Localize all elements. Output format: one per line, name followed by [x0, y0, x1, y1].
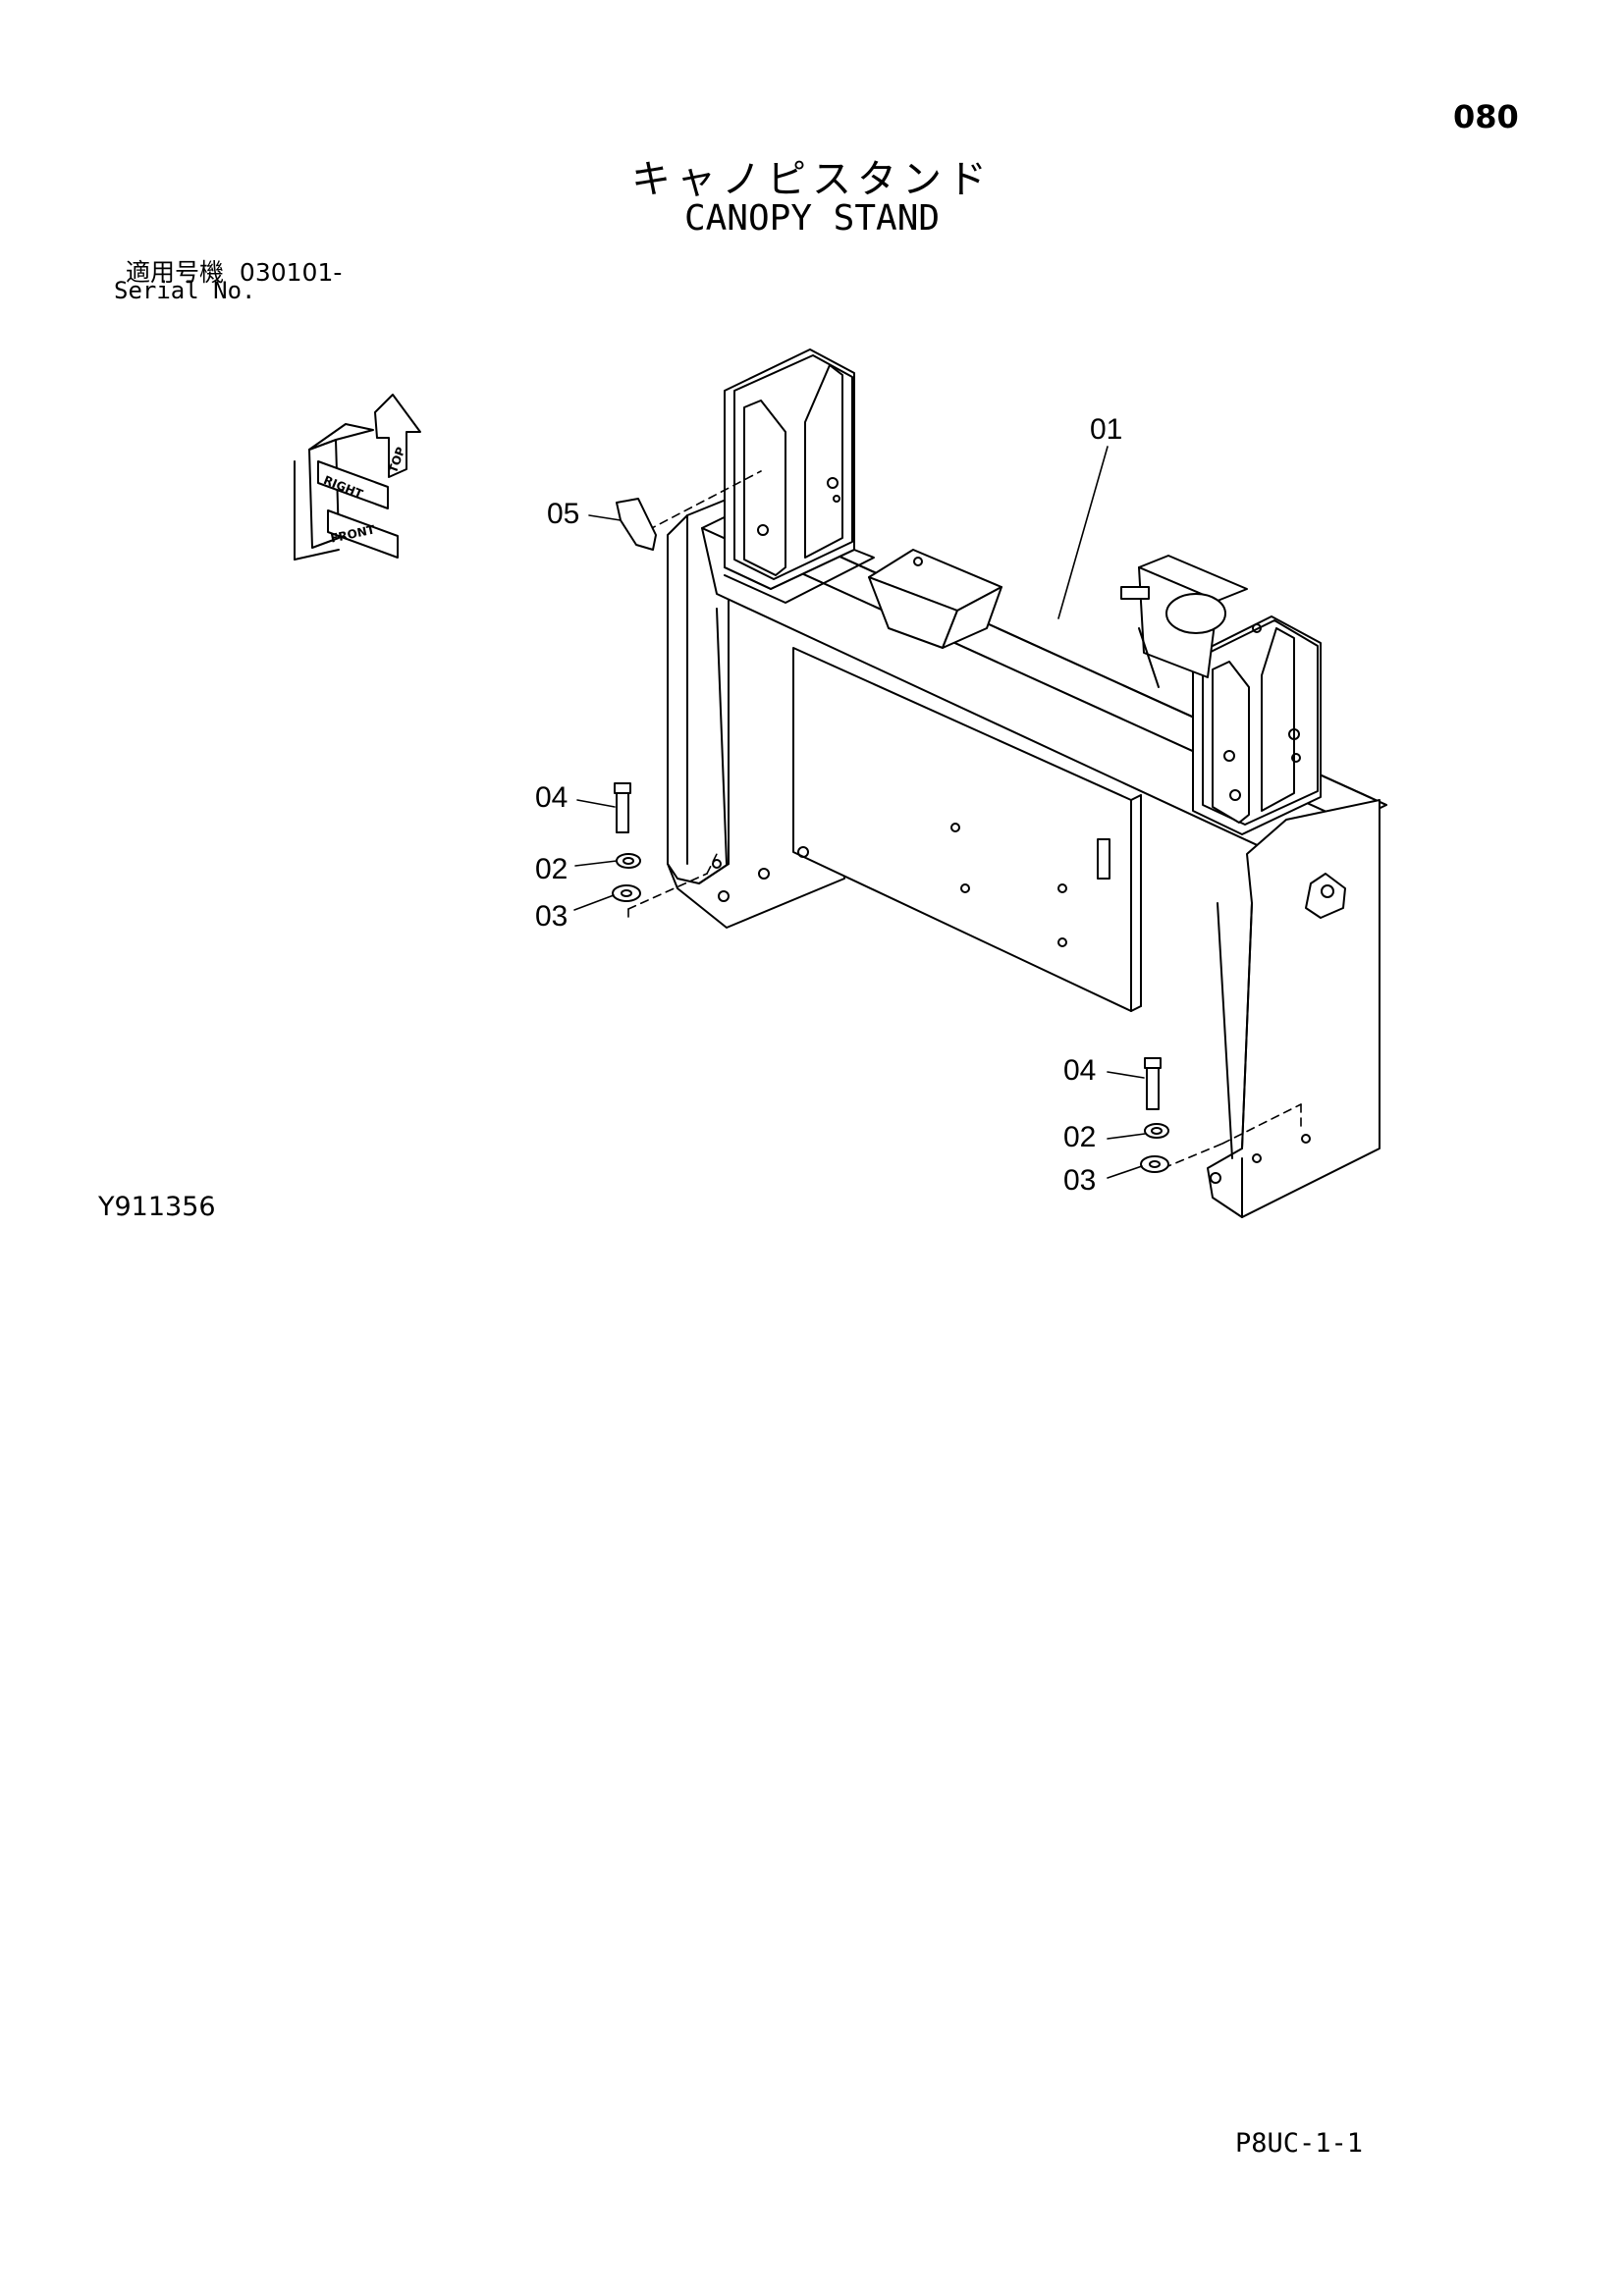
callout-04-left: 04 — [535, 781, 568, 814]
rear-component — [1120, 555, 1248, 688]
leader-lines — [573, 446, 1146, 1179]
callout-03-right: 03 — [1063, 1164, 1096, 1197]
left-foot-holes — [712, 846, 809, 902]
callout-03-left: 03 — [535, 900, 568, 933]
serial-info-japanese: 適用号機 030101- — [126, 253, 342, 289]
left-fasteners — [612, 782, 641, 902]
right-fasteners — [1140, 1057, 1169, 1173]
callout-02-right: 02 — [1063, 1121, 1096, 1153]
orientation-icon: RIGHT FRONT TOP — [294, 394, 421, 561]
page-number: 080 — [1453, 98, 1519, 135]
callout-04-right: 04 — [1063, 1054, 1096, 1087]
right-post — [1192, 615, 1322, 835]
footer-code: P8UC-1-1 — [1235, 2128, 1364, 2159]
callout-01: 01 — [1090, 413, 1122, 446]
center-plate — [792, 647, 1142, 1012]
part-05 — [616, 498, 657, 551]
serial-label-japanese: 適用号機 — [126, 258, 225, 287]
drawing-code: Y911356 — [98, 1192, 216, 1222]
serial-label: Serial No. — [114, 277, 256, 304]
serial-range: 030101- — [239, 258, 343, 287]
left-post — [724, 348, 875, 604]
right-leg — [1207, 799, 1380, 1218]
callout-05: 05 — [547, 498, 579, 530]
center-bracket — [868, 549, 1002, 649]
callout-02-left: 02 — [535, 853, 568, 885]
page-title: CANOPY STAND — [683, 198, 941, 239]
left-leg — [667, 498, 845, 929]
assembly-dashed-lines — [627, 470, 1302, 1169]
page-title-japanese: キャノピスタンド — [631, 157, 993, 202]
